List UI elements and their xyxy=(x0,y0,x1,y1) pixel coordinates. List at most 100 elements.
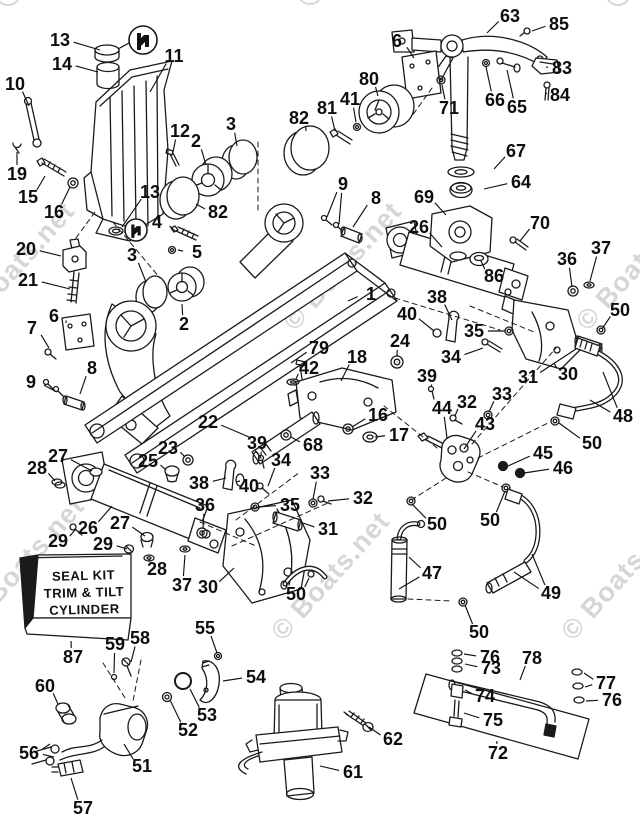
leader-line xyxy=(267,467,276,487)
callout-75: 75 xyxy=(483,710,503,730)
leader-line xyxy=(257,504,277,508)
callout-34: 34 xyxy=(271,450,291,470)
leader-line xyxy=(189,688,200,708)
art-piston-set-lower xyxy=(108,176,205,314)
callout-32: 32 xyxy=(457,392,477,412)
leader-line xyxy=(61,186,71,205)
leader-line xyxy=(41,281,71,290)
art-tilt-tube-assembly xyxy=(413,649,590,760)
leader-line xyxy=(210,635,218,654)
leader-line xyxy=(463,653,477,657)
callout-28: 28 xyxy=(147,559,167,579)
callout-35: 35 xyxy=(464,321,484,341)
leader-line xyxy=(200,149,207,166)
leader-line xyxy=(212,477,227,482)
callout-2: 2 xyxy=(179,314,189,334)
lube-layer xyxy=(117,25,158,242)
leader-line xyxy=(327,498,350,502)
art-cap-and-bushing xyxy=(94,44,120,90)
callout-4: 4 xyxy=(152,212,162,232)
leader-line xyxy=(326,191,338,218)
callout-12: 12 xyxy=(170,121,190,141)
leader-line xyxy=(70,459,93,472)
leader-line xyxy=(418,318,435,332)
art-trim-cylinder-lower xyxy=(51,451,227,562)
leader-line xyxy=(464,604,474,625)
leader-line xyxy=(495,490,506,513)
leader-line xyxy=(169,225,176,232)
leader-line xyxy=(585,699,599,702)
callout-22: 22 xyxy=(198,412,218,432)
art-stern-brackets xyxy=(84,252,398,474)
callout-23: 23 xyxy=(158,438,178,458)
leader-line xyxy=(485,66,492,92)
art-trim-cylinder-upper xyxy=(385,220,529,301)
callout-79: 79 xyxy=(309,338,329,358)
leader-line xyxy=(539,348,577,373)
leader-line xyxy=(507,455,531,467)
callout-8: 8 xyxy=(87,358,97,378)
callout-55: 55 xyxy=(195,618,215,638)
callout-86: 86 xyxy=(484,266,504,286)
leader-line xyxy=(568,267,573,288)
leader-line xyxy=(429,232,443,248)
leader-line xyxy=(398,576,420,590)
art-tilt-lever-group xyxy=(161,651,223,704)
callout-29: 29 xyxy=(93,534,113,554)
callout-40: 40 xyxy=(239,476,259,496)
art-bolt-4-washer-5 xyxy=(167,225,199,255)
leader-line xyxy=(545,92,548,95)
leader-line xyxy=(182,554,186,577)
callout-53: 53 xyxy=(197,705,217,725)
leader-line xyxy=(583,672,594,680)
leader-line xyxy=(454,408,459,417)
callout-49: 49 xyxy=(541,583,561,603)
leader-line xyxy=(169,699,182,723)
leader-line xyxy=(52,693,59,705)
art-seal-kit-box xyxy=(19,553,132,641)
callout-25: 25 xyxy=(138,451,158,471)
leader-line xyxy=(441,84,446,100)
leader-line xyxy=(519,228,531,242)
leader-line xyxy=(340,364,350,382)
callout-52: 52 xyxy=(178,720,198,740)
leader-line xyxy=(463,712,480,719)
callout-19: 19 xyxy=(7,164,27,184)
leader-line xyxy=(338,192,343,225)
leader-line xyxy=(347,296,358,302)
callout-37: 37 xyxy=(591,238,611,258)
callout-21: 21 xyxy=(18,270,38,290)
leader-line xyxy=(368,726,381,736)
leader-line xyxy=(47,472,56,482)
callout-73: 73 xyxy=(481,658,501,678)
leader-line xyxy=(519,665,526,681)
callout-81: 81 xyxy=(317,98,337,118)
leader-line xyxy=(75,65,99,73)
leader-line xyxy=(97,505,113,523)
leader-line xyxy=(70,777,79,800)
callout-54: 54 xyxy=(246,667,266,687)
callout-44: 44 xyxy=(432,398,452,418)
leader-line xyxy=(44,383,47,386)
leader-line xyxy=(290,436,301,443)
callout-58: 58 xyxy=(130,628,150,648)
leader-line xyxy=(531,553,546,586)
leader-line xyxy=(41,743,51,750)
callout-87: 87 xyxy=(63,647,83,667)
leader-line xyxy=(160,464,167,471)
leader-layer xyxy=(16,20,618,800)
leader-line xyxy=(181,303,184,316)
leader-line xyxy=(116,545,128,550)
callout-50: 50 xyxy=(427,514,447,534)
seal-kit-label: SEAL KIT TRIM & TILT CYLINDER xyxy=(35,567,132,620)
art-shock-rod-22 xyxy=(164,411,321,483)
leader-line xyxy=(513,571,540,590)
leader-line xyxy=(584,684,593,688)
leader-line xyxy=(39,250,62,257)
callout-66: 66 xyxy=(485,90,505,110)
callout-60: 60 xyxy=(35,676,55,696)
leader-line xyxy=(443,416,448,439)
art-pump-motor xyxy=(238,682,374,801)
leader-line xyxy=(222,677,243,682)
